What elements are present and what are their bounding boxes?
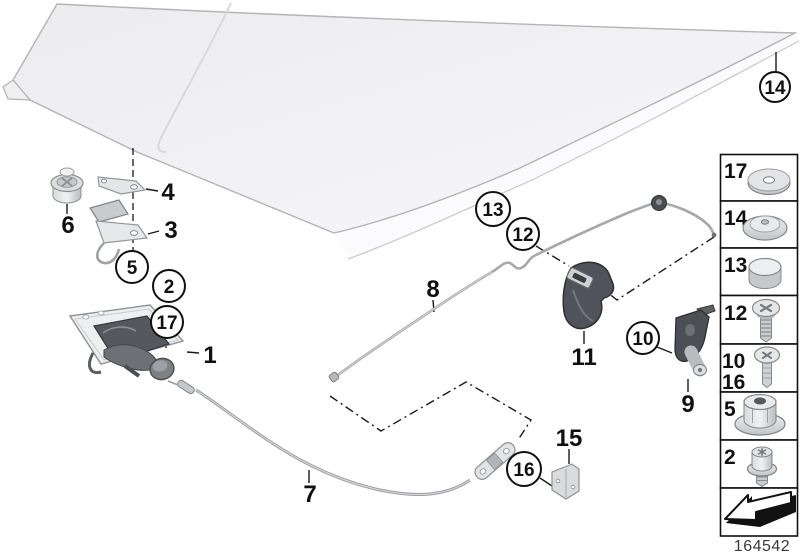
callout-11[interactable]: 11 bbox=[571, 344, 596, 371]
leader-4 bbox=[145, 188, 159, 192]
svg-text:14: 14 bbox=[724, 207, 748, 230]
legend-row-10-16[interactable]: 10 16 bbox=[719, 343, 799, 394]
svg-text:16: 16 bbox=[513, 460, 534, 481]
legend-row-arrow[interactable] bbox=[719, 487, 799, 537]
flange-bolt-icon bbox=[746, 446, 778, 488]
release-cable-front bbox=[167, 379, 471, 496]
domed-washer-icon bbox=[742, 215, 788, 241]
direction-arrow-icon[interactable] bbox=[724, 491, 796, 527]
part-11-release-handle bbox=[562, 261, 615, 330]
plain-callouts: 6 4 3 1 8 7 11 9 15 bbox=[61, 179, 694, 508]
callout-circle-2[interactable]: 2 bbox=[152, 269, 186, 303]
callout-circle-12[interactable]: 12 bbox=[506, 217, 540, 251]
cable-upper-end-tip bbox=[711, 232, 717, 238]
pan-head-screw-icon bbox=[753, 346, 781, 389]
legend-row-14[interactable]: 14 bbox=[719, 200, 799, 249]
callout-circle-16[interactable]: 16 bbox=[506, 451, 542, 487]
legend-row-2[interactable]: 2 bbox=[719, 439, 799, 489]
svg-text:10: 10 bbox=[632, 329, 653, 350]
callout-1[interactable]: 1 bbox=[203, 342, 216, 369]
handle-lock-slot bbox=[566, 267, 594, 289]
callout-12-leader bbox=[535, 245, 570, 267]
hood-crease-line bbox=[157, 2, 232, 153]
callout-circle-14[interactable]: 14 bbox=[759, 71, 791, 103]
flange-nut-icon bbox=[734, 393, 786, 436]
svg-text:16: 16 bbox=[722, 371, 745, 394]
svg-text:5: 5 bbox=[127, 258, 138, 279]
circled-callouts: 5 2 17 13 12 10 16 14 bbox=[115, 71, 791, 487]
cable-lower-end-cap bbox=[328, 371, 340, 383]
part-4-bracket bbox=[97, 176, 147, 195]
leader-16 bbox=[539, 477, 553, 487]
part-9-bracket bbox=[674, 304, 716, 377]
hood-front-edge-line bbox=[347, 40, 800, 260]
legend-row-17[interactable]: 17 bbox=[719, 153, 799, 202]
svg-text:17: 17 bbox=[724, 160, 747, 183]
leader-10 bbox=[656, 346, 673, 354]
flat-washer-icon bbox=[747, 168, 791, 196]
phillips-screw-icon bbox=[751, 298, 781, 343]
cable-junction-zigzag bbox=[329, 381, 532, 441]
svg-text:2: 2 bbox=[164, 277, 175, 298]
svg-text:2: 2 bbox=[724, 446, 736, 469]
callout-circle-13[interactable]: 13 bbox=[475, 191, 511, 227]
svg-text:10: 10 bbox=[722, 350, 745, 373]
callout-4[interactable]: 4 bbox=[161, 179, 175, 206]
svg-text:13: 13 bbox=[724, 254, 747, 277]
legend-panel: 17 14 13 bbox=[719, 153, 799, 555]
leader-3 bbox=[147, 230, 160, 235]
callout-3[interactable]: 3 bbox=[164, 217, 177, 244]
svg-text:17: 17 bbox=[156, 313, 177, 334]
callout-9[interactable]: 9 bbox=[681, 391, 694, 418]
hood-surface bbox=[12, 3, 798, 234]
callout-circle-5[interactable]: 5 bbox=[115, 250, 149, 284]
svg-text:5: 5 bbox=[724, 398, 736, 421]
callout-7[interactable]: 7 bbox=[303, 481, 316, 508]
cover-cap-icon bbox=[748, 257, 782, 289]
hood-corner-tab bbox=[2, 79, 32, 101]
part-6-bush bbox=[50, 167, 84, 204]
callout-15[interactable]: 15 bbox=[556, 425, 583, 452]
svg-text:14: 14 bbox=[764, 78, 786, 99]
part-16-connector bbox=[474, 442, 516, 480]
callout-circle-17[interactable]: 17 bbox=[150, 305, 184, 339]
bowden-cables bbox=[167, 195, 717, 496]
legend-row-13[interactable]: 13 bbox=[719, 247, 799, 297]
part-15-bracket bbox=[551, 463, 580, 500]
drawing-number: 164542 bbox=[734, 538, 790, 555]
callout-6[interactable]: 6 bbox=[61, 212, 74, 239]
legend-row-12[interactable]: 12 bbox=[719, 294, 799, 345]
svg-text:12: 12 bbox=[724, 302, 747, 325]
callout-circle-10[interactable]: 10 bbox=[626, 321, 660, 355]
legend-row-5[interactable]: 5 bbox=[719, 391, 799, 441]
hood-panel bbox=[2, 2, 800, 260]
callout-8[interactable]: 8 bbox=[426, 276, 439, 303]
cable-end-fitting bbox=[177, 379, 195, 395]
leader-1 bbox=[186, 351, 200, 354]
svg-text:12: 12 bbox=[512, 225, 533, 246]
part-3-bracket bbox=[89, 199, 149, 265]
svg-text:13: 13 bbox=[482, 200, 503, 221]
release-cable-rear bbox=[328, 195, 717, 383]
